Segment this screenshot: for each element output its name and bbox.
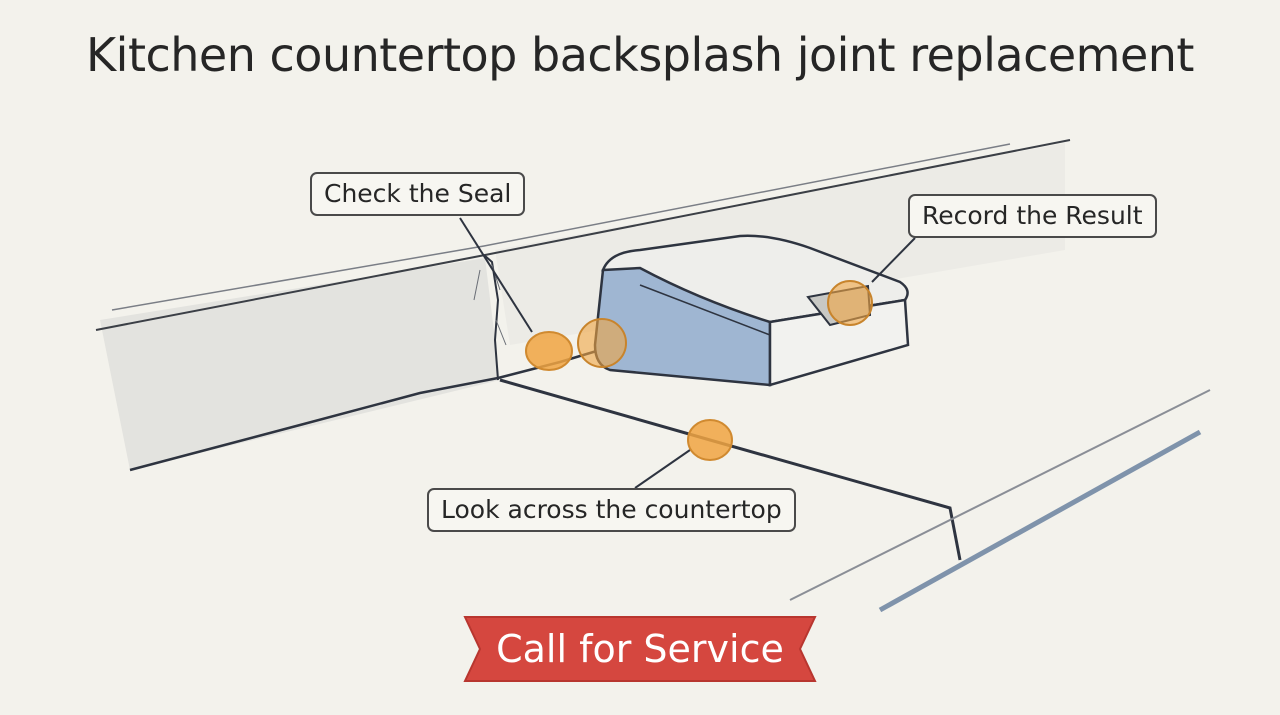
callout-record-result: Record the Result bbox=[908, 194, 1157, 238]
call-for-service-button[interactable]: Call for Service bbox=[496, 627, 784, 671]
backsplash-left bbox=[100, 258, 500, 470]
leader-record-result bbox=[871, 237, 916, 283]
marker-seal-joint bbox=[525, 331, 573, 371]
marker-countertop-seam bbox=[687, 419, 733, 461]
countertop-seam bbox=[499, 378, 962, 561]
leader-check-seal bbox=[459, 217, 533, 333]
backsplash-seam bbox=[483, 254, 500, 381]
countertop-front-edge bbox=[789, 389, 1211, 601]
countertop-front-edge-shadow bbox=[878, 429, 1202, 613]
leader-look-across bbox=[634, 449, 691, 489]
service-banner-ribbon bbox=[463, 616, 817, 682]
page-title: Kitchen countertop backsplash joint repl… bbox=[86, 28, 1194, 82]
countertop-joint-left bbox=[129, 376, 499, 472]
marker-corner-joint bbox=[577, 318, 627, 368]
callout-look-across: Look across the countertop bbox=[427, 488, 796, 532]
callout-check-seal: Check the Seal bbox=[310, 172, 526, 216]
marker-device-port bbox=[827, 280, 873, 326]
backsplash-top-edge-2 bbox=[111, 143, 1011, 311]
